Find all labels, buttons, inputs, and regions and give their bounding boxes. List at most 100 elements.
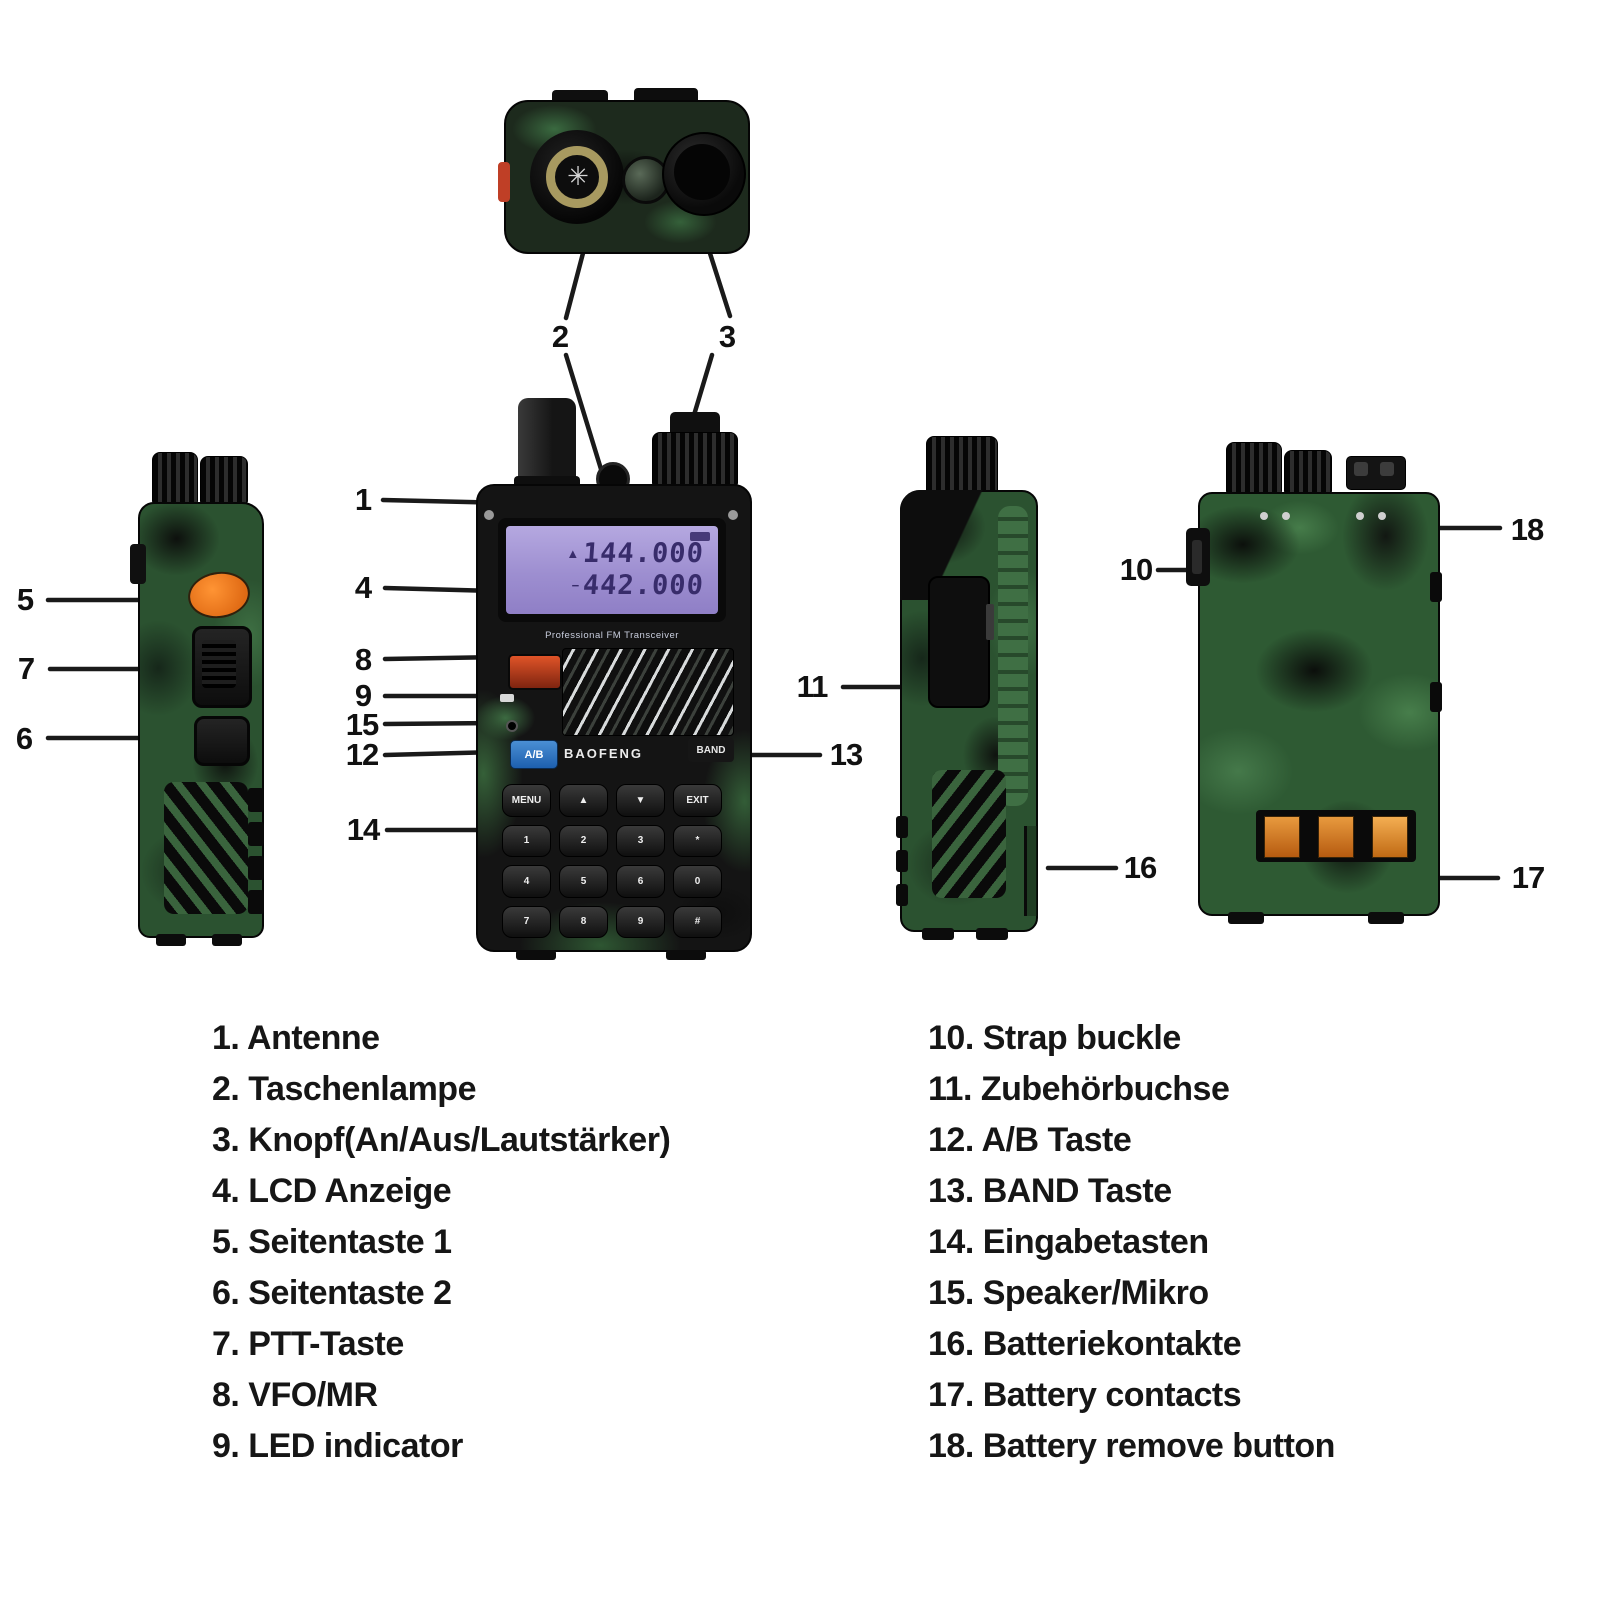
callout-label-17: 17: [1511, 860, 1545, 895]
power-volume-knob-side: [926, 436, 998, 496]
keypad-key-4: 4: [502, 865, 551, 898]
keypad-key-2: 2: [559, 824, 608, 857]
antenna-knob-side: [152, 452, 198, 504]
side-protrusion: [130, 544, 146, 584]
callout-label-3: 3: [718, 319, 736, 354]
callout-label-1: 1: [354, 482, 372, 517]
battery-seam: [1024, 826, 1037, 916]
legend-column-left: 1. Antenne 2. Taschenlampe 3. Knopf(An/A…: [212, 1019, 671, 1465]
legend-item-2: 2. Taschenlampe: [212, 1070, 477, 1108]
battery-contact: [1318, 816, 1354, 858]
legend-item-15: 15. Speaker/Mikro: [928, 1274, 1209, 1312]
side-rib-grip: [998, 506, 1028, 806]
back-view: [1186, 442, 1442, 940]
battery-contact: [1264, 816, 1300, 858]
legend-item-8: 8. VFO/MR: [212, 1376, 378, 1414]
legend-item-9: 9. LED indicator: [212, 1427, 463, 1465]
legend-item-13: 13. BAND Taste: [928, 1172, 1172, 1210]
lcd-screen: ▲ 144.000 − 442.000: [506, 526, 718, 614]
knob-cap: [670, 412, 720, 434]
foot: [156, 934, 186, 946]
callout-label-4: 4: [354, 570, 372, 605]
foot: [922, 928, 954, 940]
speaker-grille: [562, 648, 734, 736]
power-volume-knob-cap: [674, 144, 730, 200]
tagline-label: Professional FM Transceiver: [545, 630, 679, 641]
legend-item-11: 11. Zubehörbuchse: [928, 1070, 1230, 1108]
contact-tab: [248, 856, 264, 880]
keypad-key-menu: MENU: [502, 784, 551, 817]
side-view-right: [896, 436, 1040, 941]
side-view-left: [130, 452, 268, 947]
screw: [1356, 512, 1364, 520]
legend-item-18: 18. Battery remove button: [928, 1427, 1335, 1465]
side-bump: [1430, 682, 1442, 712]
battery-contact: [1372, 816, 1408, 858]
band-button: BAND: [688, 738, 734, 762]
keypad-key-down: ▼: [616, 784, 665, 817]
keypad-key-9: 9: [616, 905, 665, 938]
callout-label-11: 11: [796, 669, 829, 704]
keypad-key-3: 3: [616, 824, 665, 857]
grip-texture: [164, 782, 248, 914]
mic-hole: [506, 720, 518, 732]
callout-label-2: 2: [551, 319, 569, 354]
keypad-key-7: 7: [502, 905, 551, 938]
callout-label-7: 7: [17, 651, 35, 686]
top-view: ✳: [498, 88, 750, 258]
keypad-key-hash: #: [673, 905, 722, 938]
contact-tab: [248, 822, 264, 846]
accessory-jack-cover: [928, 576, 990, 708]
led-indicator: [500, 694, 514, 702]
callout-label-16: 16: [1123, 850, 1157, 885]
legend-item-16: 16. Batteriekontakte: [928, 1325, 1242, 1363]
legend-item-1: 1. Antenne: [212, 1019, 380, 1057]
callout-label-15: 15: [345, 707, 379, 742]
battery-remove-nub: [1354, 462, 1368, 476]
legend-column-right: 10. Strap buckle 11. Zubehörbuchse 12. A…: [928, 1021, 1335, 1463]
callout-label-18: 18: [1510, 512, 1544, 547]
lcd-frequency-a: ▲ 144.000: [566, 538, 706, 569]
flashlight-star-icon: ✳: [567, 161, 589, 191]
lcd-indicator-a: ▲: [566, 546, 580, 561]
keypad-key-5: 5: [559, 865, 608, 898]
lcd-frequency-b-value: 442.000: [582, 570, 706, 601]
battery-contacts-strip: [1256, 810, 1416, 862]
red-accent: [498, 162, 510, 202]
contact-tab: [248, 890, 264, 914]
ptt-texture: [202, 640, 236, 688]
legend-item-10: 10. Strap buckle: [928, 1019, 1181, 1057]
antenna: [518, 398, 576, 490]
antenna-knob-back: [1226, 442, 1282, 494]
lcd-frequency-b: − 442.000: [571, 570, 706, 601]
screw: [1260, 512, 1268, 520]
contact-tab: [896, 850, 908, 872]
screw: [1282, 512, 1290, 520]
volume-knob-back: [1284, 450, 1332, 494]
legend-item-17: 17. Battery contacts: [928, 1376, 1242, 1414]
grip-texture: [932, 770, 1006, 898]
ab-button: A/B: [510, 740, 558, 769]
keypad-key-up: ▲: [559, 784, 608, 817]
side-bump: [1430, 572, 1442, 602]
keypad-key-6: 6: [616, 865, 665, 898]
keypad-key-8: 8: [559, 905, 608, 938]
legend-item-3: 3. Knopf(An/Aus/Lautstärker): [212, 1121, 671, 1159]
battery-remove-nub: [1380, 462, 1394, 476]
callout-label-9: 9: [354, 678, 372, 713]
brand-label: BAOFENG: [564, 746, 643, 761]
volume-knob-side: [200, 456, 248, 504]
foot: [516, 950, 556, 960]
front-view: ▲ 144.000 − 442.000 Professional FM Tran…: [476, 398, 752, 960]
lcd-indicator-b: −: [571, 578, 580, 593]
legend-item-5: 5. Seitentaste 1: [212, 1223, 452, 1261]
power-volume-knob: [652, 432, 738, 486]
lcd-battery-icon: [690, 532, 710, 541]
lcd-frequency-a-value: 144.000: [582, 538, 706, 569]
legend-item-14: 14. Eingabetasten: [928, 1223, 1209, 1261]
side-key-2: [194, 716, 250, 766]
foot: [212, 934, 242, 946]
callout-label-14: 14: [346, 812, 380, 847]
legend-item-12: 12. A/B Taste: [928, 1121, 1132, 1159]
keypad-key-star: *: [673, 824, 722, 857]
